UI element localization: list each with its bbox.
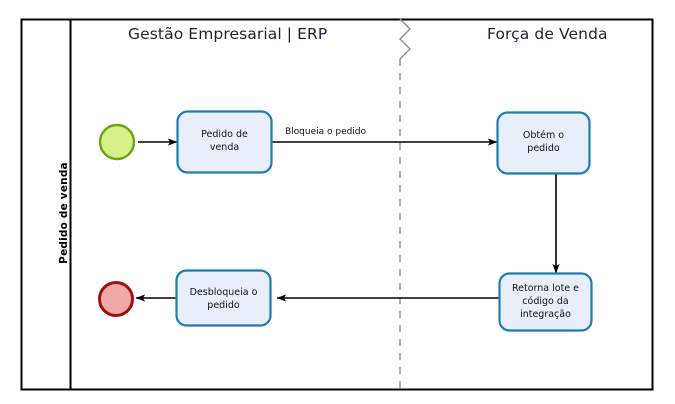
end-event-shape[interactable]	[98, 281, 134, 317]
task-pedido-de-venda-shape[interactable]	[176, 110, 273, 174]
lane-divider	[399, 18, 411, 389]
task-retorna-lote-shape[interactable]	[498, 272, 593, 332]
lane-title-forca-de-venda: Força de Venda	[487, 25, 608, 43]
pool-label: Pedido de venda	[58, 162, 70, 264]
lane-divider-zigzag	[399, 18, 411, 60]
pool-frame	[20, 18, 654, 391]
start-event-shape[interactable]	[98, 123, 136, 161]
sequence-flows	[135, 138, 560, 302]
flow-label-bloqueia-o-pedido: Bloqueia o pedido	[285, 127, 367, 137]
task-obtem-o-pedido-shape[interactable]	[496, 111, 591, 175]
event-shapes	[98, 123, 136, 317]
lane-title-erp: Gestão Empresarial | ERP	[128, 25, 328, 43]
pool-outer-border	[20, 18, 654, 391]
task-shapes	[175, 110, 593, 332]
task-desbloqueia-o-pedido-shape[interactable]	[175, 269, 272, 327]
